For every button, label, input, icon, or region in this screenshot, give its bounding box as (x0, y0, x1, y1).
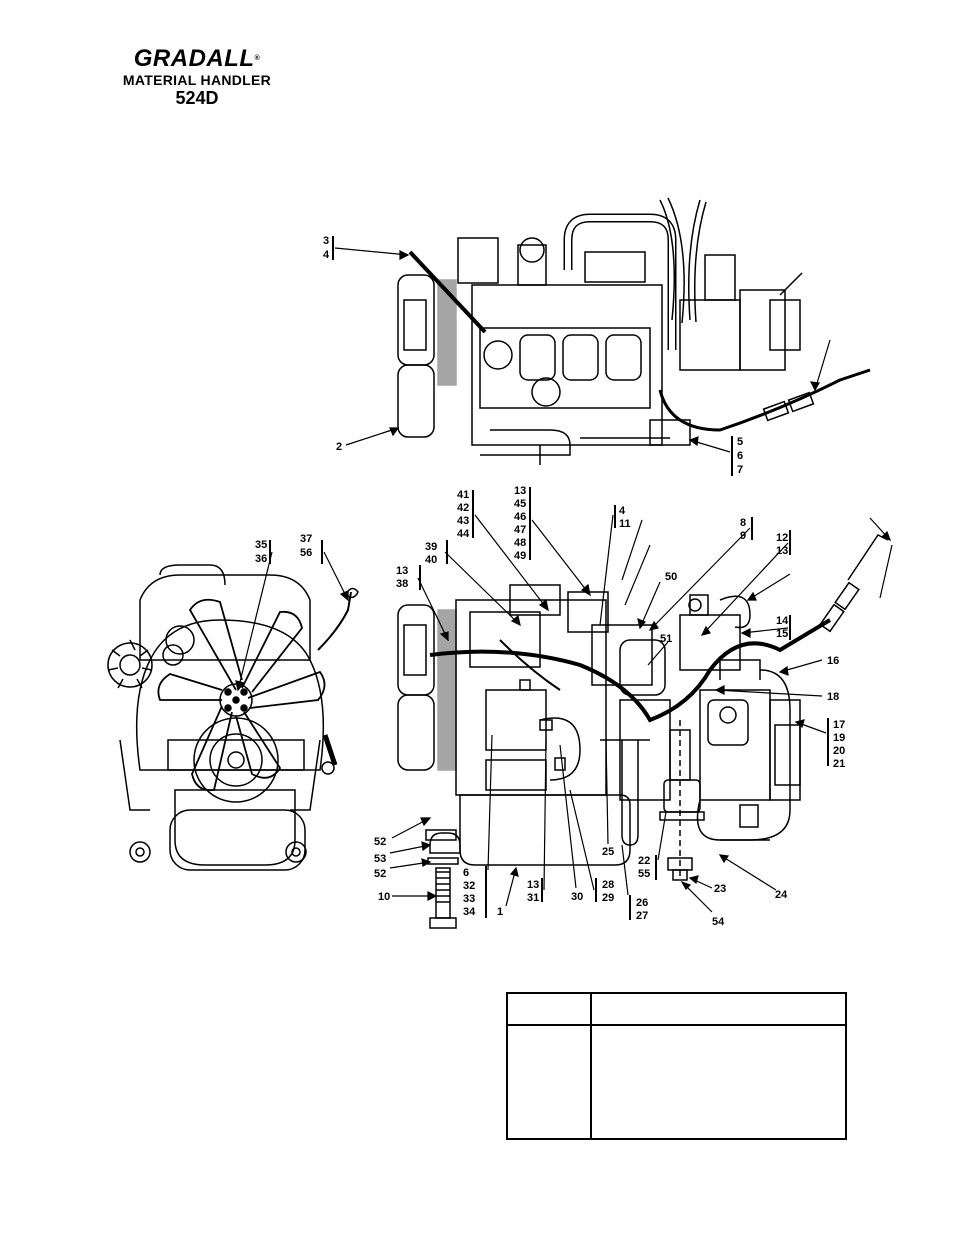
side-view-drawing (397, 534, 889, 929)
callout-number: 4 (619, 505, 626, 517)
callout-number: 24 (775, 889, 788, 901)
callout-number: 44 (457, 528, 470, 540)
callout-number: 2 (336, 441, 342, 453)
side-view-callouts (389, 487, 893, 920)
callout-number: 18 (827, 691, 839, 703)
brand-subtitle: MATERIAL HANDLER (122, 72, 272, 88)
callout-number: 11 (619, 518, 631, 530)
callout-number: 50 (665, 571, 677, 583)
callout-number: 12 (776, 532, 788, 544)
callout-number: 26 (636, 897, 648, 909)
callout-number: 41 (457, 489, 469, 501)
front-view-callouts (235, 540, 349, 692)
callout-number: 19 (833, 732, 845, 744)
callout-number: 43 (457, 515, 469, 527)
callout-number: 35 (255, 539, 267, 551)
callout-number: 38 (396, 578, 408, 590)
front-view-drawing (107, 564, 359, 871)
callout-number: 31 (527, 892, 539, 904)
model-number: 524D (175, 88, 219, 108)
callout-labels: 3 4 2 5 6 7 35 36 37 56 41 42 43 44 13 4… (255, 235, 845, 928)
callout-number: 9 (740, 530, 746, 542)
top-view-callouts (332, 236, 831, 476)
callout-number: 15 (776, 628, 788, 640)
callout-number: 13 (514, 485, 526, 497)
callout-number: 8 (740, 517, 746, 529)
callout-number: 40 (425, 554, 437, 566)
callout-number: 49 (514, 550, 526, 562)
callout-number: 21 (833, 758, 845, 770)
callout-number: 6 (463, 867, 469, 879)
table-column-divider (590, 994, 592, 1138)
callout-number: 46 (514, 511, 526, 523)
callout-number: 27 (636, 910, 648, 922)
callout-number: 37 (300, 533, 312, 545)
callout-number: 52 (374, 836, 386, 848)
callout-number: 10 (378, 891, 390, 903)
callout-number: 5 (737, 436, 743, 448)
callout-number: 1 (497, 906, 503, 918)
callout-number: 45 (514, 498, 526, 510)
callout-number: 32 (463, 880, 475, 892)
callout-number: 4 (323, 249, 330, 261)
callout-number: 13 (776, 545, 788, 557)
callout-number: 42 (457, 502, 469, 514)
table-header-row (508, 994, 845, 1026)
callout-number: 13 (527, 879, 539, 891)
brand-logo: GRADALL® (133, 45, 261, 72)
parts-legend-table (506, 992, 847, 1140)
callout-number: 29 (602, 892, 614, 904)
callout-number: 54 (712, 916, 725, 928)
callout-number: 3 (323, 235, 329, 247)
callout-number: 30 (571, 891, 583, 903)
callout-number: 51 (660, 633, 672, 645)
callout-number: 52 (374, 868, 386, 880)
callout-number: 22 (638, 855, 650, 867)
callout-number: 13 (396, 565, 408, 577)
callout-number: 25 (602, 846, 614, 858)
callout-number: 56 (300, 547, 312, 559)
callout-number: 17 (833, 719, 845, 731)
callout-number: 28 (602, 879, 614, 891)
callout-number: 47 (514, 524, 526, 536)
callout-number: 16 (827, 655, 839, 667)
top-view-drawing (397, 197, 871, 465)
brand-block: GRADALL® MATERIAL HANDLER 524D (112, 45, 282, 109)
callout-number: 6 (737, 450, 743, 462)
callout-number: 34 (463, 906, 476, 918)
callout-number: 55 (638, 868, 650, 880)
callout-number: 39 (425, 541, 437, 553)
callout-number: 14 (776, 615, 789, 627)
callout-number: 48 (514, 537, 526, 549)
callout-number: 33 (463, 893, 475, 905)
callout-number: 36 (255, 553, 267, 565)
callout-number: 23 (714, 883, 726, 895)
callout-number: 53 (374, 853, 386, 865)
callout-number: 7 (737, 464, 743, 476)
callout-number: 20 (833, 745, 845, 757)
